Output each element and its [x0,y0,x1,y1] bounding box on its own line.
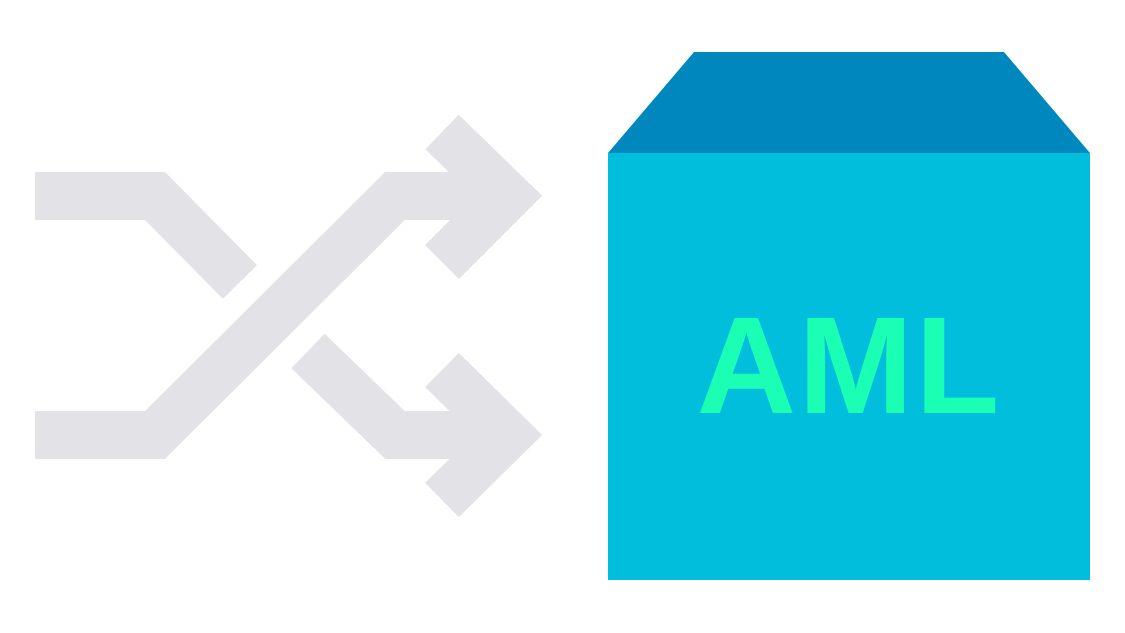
aml-box: AML [580,0,1125,633]
shuffle-top-left-path [35,172,258,299]
aml-box-body [608,153,1090,580]
shuffle-icon [35,114,543,518]
aml-box-lid [608,52,1090,153]
aml-box-graphic [608,52,1090,580]
shuffle-lower-right-path [291,333,482,459]
shuffle-main-diagonal-path [35,172,482,459]
shuffle-arrowhead-top [425,114,543,279]
shuffle-arrowhead-bottom [425,352,543,518]
